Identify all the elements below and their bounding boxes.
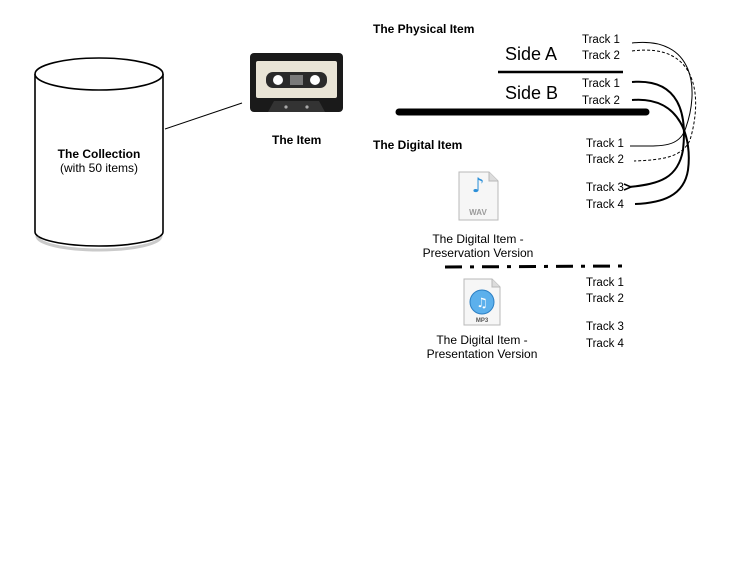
connector-a1-d1	[629, 41, 693, 147]
svg-text:♪: ♪	[472, 173, 485, 197]
side-a-label: Side A	[505, 44, 558, 64]
svg-text:WAV: WAV	[469, 208, 487, 217]
presentation-track-2: Track 2	[586, 293, 624, 305]
side-a-track-1: Track 1	[582, 34, 620, 46]
preservation-caption-line1: The Digital Item -	[432, 232, 524, 246]
wav-file-icon: ♪ WAV	[458, 171, 499, 221]
connector-a2-d2	[631, 49, 697, 162]
side-a-track-2: Track 2	[582, 50, 620, 62]
presentation-track-4: Track 4	[586, 338, 624, 350]
digital-track-1: Track 1	[586, 138, 624, 150]
side-b-track-2: Track 2	[582, 95, 620, 107]
version-separator	[444, 264, 624, 269]
preservation-caption: The Digital Item - Preservation Version	[408, 232, 548, 260]
side-b-track-1: Track 1	[582, 78, 620, 90]
preservation-caption-line2: Preservation Version	[422, 246, 534, 260]
digital-track-2: Track 2	[586, 154, 624, 166]
collection-subtitle: (with 50 items)	[59, 161, 139, 175]
svg-text:MP3: MP3	[476, 318, 489, 324]
svg-text:♫: ♫	[476, 296, 488, 311]
connector-b2-d4	[631, 98, 690, 205]
track-mapping-connectors	[623, 41, 697, 205]
side-b-label: Side B	[505, 83, 559, 103]
presentation-track-3: Track 3	[586, 321, 624, 333]
physical-item-heading: The Physical Item	[373, 22, 475, 36]
collection-title: The Collection	[57, 147, 141, 161]
digital-track-4: Track 4	[586, 199, 624, 211]
presentation-caption-line1: The Digital Item -	[436, 333, 528, 347]
collection-cylinder	[34, 57, 164, 252]
cassette-icon	[250, 53, 343, 112]
collection-label: The Collection (with 50 items)	[39, 147, 159, 175]
item-label: The Item	[272, 133, 322, 147]
mp3-file-icon: ♫ MP3	[463, 278, 501, 326]
presentation-caption-line2: Presentation Version	[426, 347, 538, 361]
digital-track-3: Track 3	[586, 182, 624, 194]
presentation-track-1: Track 1	[586, 277, 624, 289]
collection-item-connector	[164, 102, 243, 130]
digital-item-heading: The Digital Item	[373, 138, 463, 152]
presentation-caption: The Digital Item - Presentation Version	[412, 333, 552, 361]
arrowhead-d3	[623, 183, 633, 191]
connector-b1-d3	[628, 80, 685, 188]
